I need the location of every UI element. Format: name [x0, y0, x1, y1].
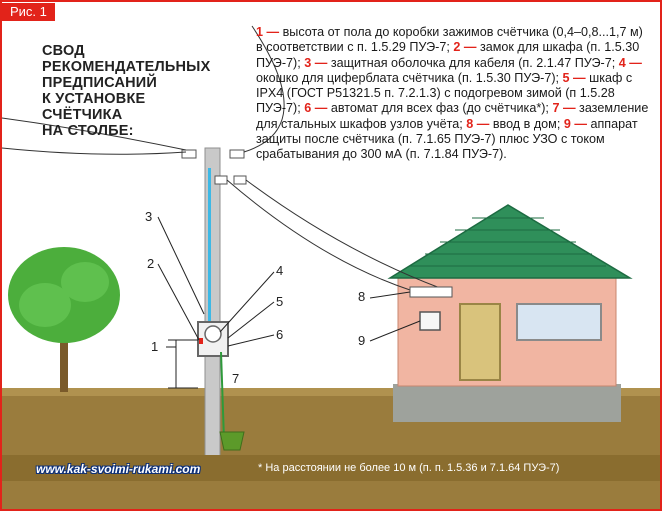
- legend-description: защитная оболочка для кабеля (п. 2.1.47 …: [330, 55, 616, 70]
- title-line: СЧЁТЧИКА: [42, 107, 123, 123]
- title-line: НА СТОЛБЕ:: [42, 123, 134, 139]
- figure-label: Рис. 1: [2, 3, 55, 21]
- legend-dash: —: [562, 101, 576, 116]
- footnote: * На расстоянии не более 10 м (п. п. 1.5…: [258, 462, 560, 474]
- legend-description: замок для шкафа (п. 1.5.30 ПУЭ-7);: [256, 40, 640, 70]
- cable-sheath: [208, 168, 211, 326]
- footer-band: [2, 455, 660, 481]
- callout-leaders: [157, 216, 421, 348]
- title-line: СВОД: [42, 43, 85, 59]
- legend-dash: —: [574, 116, 587, 131]
- legend-text: 1 — высота от пола до коробки зажимов сч…: [256, 25, 651, 163]
- ground-rod: [219, 431, 245, 451]
- cabinet-lock: [199, 338, 203, 344]
- callout-8: 8: [358, 289, 366, 304]
- legend-description: шкаф с IPX4 (ГОСТ Р51321.5 п. 7.2.1.3) с…: [256, 70, 633, 116]
- title: СВОД РЕКОМЕНДАТЕЛЬНЫХ ПРЕДПИСАНИЙ К УСТА…: [42, 43, 242, 139]
- pole: [204, 147, 221, 463]
- legend-description: заземление для стальных шкафов узлов учё…: [256, 101, 649, 131]
- legend-description: аппарат защиты после счётчика (п. 7.1.65…: [256, 116, 638, 162]
- title-line: ПРЕДПИСАНИЙ: [42, 75, 158, 91]
- meter-window: [204, 325, 222, 343]
- insulators: [181, 149, 247, 185]
- callout-1: 1: [151, 339, 159, 354]
- legend-number: 8: [466, 116, 474, 131]
- legend-number: 7: [552, 101, 560, 116]
- house-door: [459, 303, 501, 381]
- height-marker: [168, 339, 198, 389]
- website-watermark: www.kak-svoimi-rukami.com: [36, 462, 201, 476]
- ground-wire: [220, 351, 225, 441]
- legend-dash: —: [573, 70, 586, 85]
- legend-dash: —: [314, 55, 328, 70]
- callout-4: 4: [276, 263, 284, 278]
- legend-description: окошко для циферблата счётчика (п. 1.5.3…: [256, 70, 560, 85]
- protection-box: [419, 311, 441, 331]
- house-foundation: [393, 384, 621, 422]
- house-window: [516, 303, 602, 341]
- legend-description: ввод в дом;: [492, 116, 561, 131]
- callout-5: 5: [276, 294, 284, 309]
- callout-2: 2: [147, 256, 155, 271]
- legend-number: 9: [563, 116, 571, 131]
- legend-description: автомат для всех фаз (до счётчика*);: [330, 101, 549, 116]
- legend-dash: —: [476, 116, 490, 131]
- callout-7: 7: [232, 371, 240, 386]
- overhead-wires: [1, 25, 441, 291]
- callout-3: 3: [145, 209, 153, 224]
- legend-dash: —: [266, 25, 280, 39]
- legend-number: 5: [562, 70, 570, 85]
- house-entry: [409, 286, 453, 298]
- ground-shade: [2, 388, 660, 396]
- legend-number: 3: [304, 55, 312, 70]
- legend-number: 4: [618, 55, 626, 70]
- callout-6: 6: [276, 327, 284, 342]
- legend-number: 1: [256, 25, 264, 39]
- legend-dash: —: [463, 40, 477, 55]
- legend-description: высота от пола до коробки зажимов счётчи…: [256, 25, 643, 55]
- legend-number: 6: [304, 101, 312, 116]
- title-line: РЕКОМЕНДАТЕЛЬНЫХ: [42, 59, 211, 75]
- tree-trunk: [60, 320, 68, 392]
- legend-dash: —: [629, 55, 642, 70]
- callout-9: 9: [358, 333, 366, 348]
- legend-dash: —: [314, 101, 328, 116]
- title-line: К УСТАНОВКЕ: [42, 91, 146, 107]
- legend-number: 2: [453, 40, 461, 55]
- roof-tiles: [410, 217, 606, 267]
